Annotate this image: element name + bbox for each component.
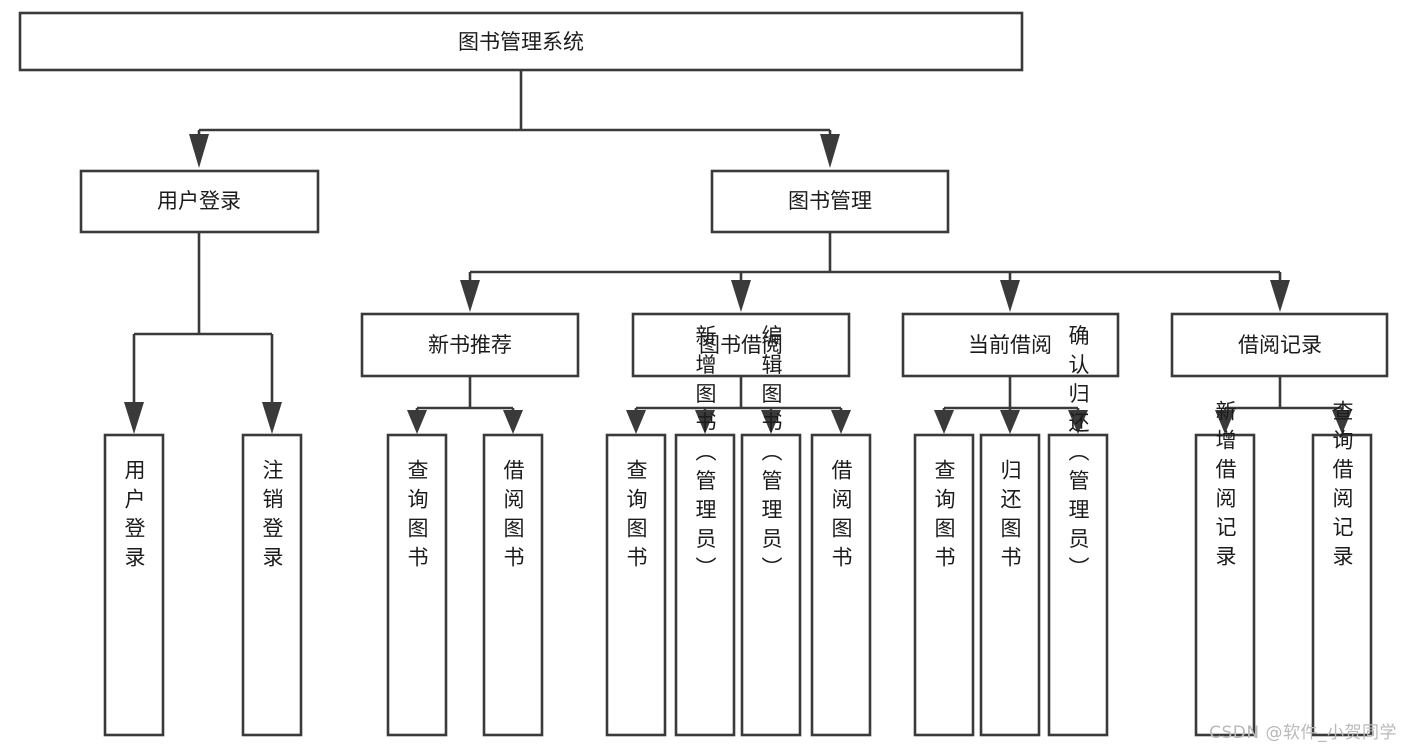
node-root-box[interactable]	[18, 11, 1024, 72]
leaf-node[interactable]: 归还图书	[979, 433, 1041, 737]
leaf-node[interactable]: 查询图书	[386, 433, 448, 737]
arrow-borrow-leaf-4-icon	[831, 410, 851, 434]
node-user-login-box[interactable]	[79, 169, 320, 234]
arrow-login-leaf-1-icon	[124, 402, 144, 434]
leaf-newbook-borrow-box[interactable]	[482, 433, 544, 737]
leaf-logout-box[interactable]	[241, 433, 303, 737]
arrow-bookmgmt-newbook-icon	[460, 280, 480, 312]
node-borrow-record[interactable]: 借阅记录	[1170, 312, 1389, 378]
node-book-management-box[interactable]	[710, 169, 950, 234]
leaf-confirm-return-admin-box[interactable]	[1047, 433, 1109, 737]
leaf-user-login-box[interactable]	[103, 433, 165, 737]
arrow-record-leaf-1-icon	[1215, 410, 1235, 434]
node-borrow-record-label: 借阅记录	[1238, 333, 1322, 357]
arrow-borrow-leaf-3-icon	[761, 410, 781, 434]
connector-group-root	[189, 70, 840, 168]
leaf-current-query-box[interactable]	[913, 433, 975, 737]
leaf-query-record-label: 查询借阅记录	[1330, 400, 1354, 574]
leaf-newbook-query-box[interactable]	[386, 433, 448, 737]
arrow-bookmgmt-borrow-icon	[731, 280, 751, 312]
node-book-borrow[interactable]: 图书借阅	[631, 312, 851, 378]
leaf-newbook-query-label: 查询图书	[405, 459, 429, 575]
node-current-borrow-label: 当前借阅	[968, 333, 1052, 357]
leaf-node[interactable]: 查询图书	[605, 433, 667, 737]
leaf-node[interactable]: 借阅图书	[482, 433, 544, 737]
leaf-query-record-box[interactable]	[1311, 433, 1373, 737]
leaf-edit-book-admin-label: 编辑图书（管理员）	[759, 325, 783, 586]
leaf-add-record-box[interactable]	[1194, 433, 1256, 737]
connector-group-newbook	[407, 376, 523, 434]
node-root-label: 图书管理系统	[458, 30, 584, 54]
leaf-borrow-query-label: 查询图书	[624, 459, 648, 575]
leaf-return-book-box[interactable]	[979, 433, 1041, 737]
leaf-node[interactable]: 查询借阅记录	[1311, 400, 1373, 737]
node-root[interactable]: 图书管理系统	[18, 11, 1024, 72]
connector-group-login	[124, 232, 282, 434]
arrow-record-leaf-2-icon	[1332, 410, 1352, 434]
leaf-add-book-admin-label: 新增图书（管理员）	[693, 325, 717, 586]
arrow-newbook-leaf-1-icon	[407, 410, 427, 434]
arrow-current-leaf-2-icon	[1000, 410, 1020, 434]
node-new-book-recommend[interactable]: 新书推荐	[360, 312, 580, 378]
connector-group-bookmgmt	[460, 232, 1290, 312]
arrow-borrow-leaf-2-icon	[695, 410, 715, 434]
connector-group-current	[934, 376, 1088, 434]
node-book-borrow-label: 图书借阅	[699, 333, 783, 357]
leaf-borrow-book-box[interactable]	[810, 433, 872, 737]
leaf-current-query-label: 查询图书	[932, 459, 956, 575]
node-new-book-recommend-box[interactable]	[360, 312, 580, 378]
leaf-node[interactable]: 注销登录	[241, 433, 303, 737]
leaf-node[interactable]: 新增图书（管理员）	[674, 325, 736, 737]
node-current-borrow-box[interactable]	[901, 312, 1120, 378]
leaf-node[interactable]: 借阅图书	[810, 433, 872, 737]
node-book-borrow-box[interactable]	[631, 312, 851, 378]
leaf-borrow-query-box[interactable]	[605, 433, 667, 737]
arrow-borrow-leaf-1-icon	[626, 410, 646, 434]
connector-group-record	[1215, 376, 1352, 434]
leaf-user-login-label: 用户登录	[122, 459, 146, 575]
leaf-add-record-label: 新增借阅记录	[1213, 400, 1237, 574]
node-new-book-recommend-label: 新书推荐	[428, 333, 512, 357]
leaf-confirm-return-admin-label: 确认归还（管理员）	[1066, 325, 1090, 586]
arrow-root-to-login-icon	[189, 134, 209, 168]
node-user-login-label: 用户登录	[157, 189, 241, 213]
node-current-borrow[interactable]: 当前借阅	[901, 312, 1120, 378]
leaf-newbook-borrow-label: 借阅图书	[501, 459, 525, 575]
arrow-bookmgmt-current-icon	[1000, 280, 1020, 312]
arrow-login-leaf-2-icon	[262, 402, 282, 434]
leaf-logout-label: 注销登录	[260, 459, 284, 575]
node-borrow-record-box[interactable]	[1170, 312, 1389, 378]
node-book-management-label: 图书管理	[788, 189, 872, 213]
leaf-return-book-label: 归还图书	[998, 459, 1022, 575]
arrow-root-to-bookmgmt-icon	[820, 134, 840, 168]
node-user-login[interactable]: 用户登录	[79, 169, 320, 234]
leaf-borrow-book-label: 借阅图书	[829, 459, 853, 575]
leaf-node[interactable]: 编辑图书（管理员）	[740, 325, 802, 737]
leaf-node[interactable]: 确认归还（管理员）	[1047, 325, 1109, 737]
leaf-edit-book-admin-box[interactable]	[740, 433, 802, 737]
node-book-management[interactable]: 图书管理	[710, 169, 950, 234]
arrow-newbook-leaf-2-icon	[503, 410, 523, 434]
leaf-node[interactable]: 新增借阅记录	[1194, 400, 1256, 737]
arrow-current-leaf-3-icon	[1068, 410, 1088, 434]
arrow-current-leaf-1-icon	[934, 410, 954, 434]
leaf-add-book-admin-box[interactable]	[674, 433, 736, 737]
connector-group-borrow	[626, 376, 851, 434]
arrow-bookmgmt-record-icon	[1270, 280, 1290, 312]
leaf-node[interactable]: 用户登录	[103, 433, 165, 737]
leaf-node[interactable]: 查询图书	[913, 433, 975, 737]
